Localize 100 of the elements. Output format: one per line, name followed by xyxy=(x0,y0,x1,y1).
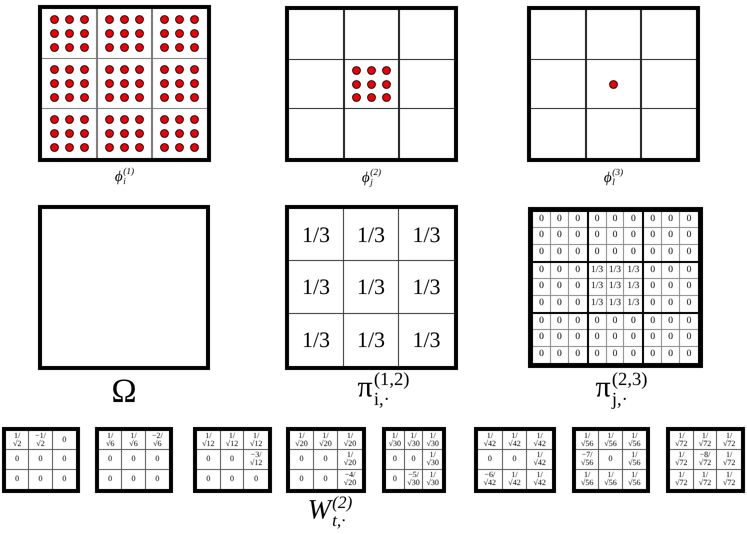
matrix-entry: 1/√12 xyxy=(202,432,215,448)
matrix-entry: 0 xyxy=(650,299,656,309)
matrix-entry: 1/√42 xyxy=(533,432,546,448)
matrix-grid xyxy=(474,427,556,493)
matrix-entry: 0 xyxy=(488,455,492,464)
matrix-entry: 0 xyxy=(230,475,234,484)
matrix-entry: 1/√56 xyxy=(580,432,594,448)
matrix-entry: 0 xyxy=(668,248,674,258)
matrix-entry: 0 xyxy=(512,455,516,464)
matrix-block xyxy=(532,211,588,262)
matrix-entry: 1/√20 xyxy=(344,451,356,468)
matrix-entry: 0 xyxy=(668,214,674,224)
matrix-entry: 1/√20 xyxy=(295,432,308,448)
matrix-entry: 0 xyxy=(686,231,692,241)
matrix-entry: 0 xyxy=(668,299,674,309)
matrix-entry: 1/3 xyxy=(302,328,330,351)
matrix-entry: 0 xyxy=(108,455,112,464)
matrix-entry: 0 xyxy=(300,455,304,464)
matrix-entry: 1/√72 xyxy=(722,451,736,468)
matrix-entry: 0 xyxy=(131,455,136,464)
matrix-entry: 1/√56 xyxy=(604,432,617,448)
matrix-entry: 1/√12 xyxy=(226,432,238,448)
matrix-entry: 1/3 xyxy=(591,282,604,292)
matrix-entry: 1/√30 xyxy=(388,432,402,448)
matrix-entry: 1/3 xyxy=(412,224,441,246)
matrix-grid xyxy=(193,427,272,493)
matrix-entry: 0 xyxy=(594,231,600,241)
matrix-entry: 1/3 xyxy=(356,328,386,351)
matrix-entry: 1/√72 xyxy=(698,471,712,488)
matrix-block xyxy=(588,262,644,313)
matrix-entry: 0 xyxy=(206,475,210,484)
matrix-entry: 0 xyxy=(594,248,600,258)
matrix-entry: 1/3 xyxy=(302,224,330,246)
matrix-entry: 1/3 xyxy=(627,282,640,292)
matrix-entry: 1/√20 xyxy=(344,432,356,448)
matrix-entry: 0 xyxy=(539,282,544,292)
matrix-entry: 0 xyxy=(300,475,304,484)
matrix-entry: 1/√56 xyxy=(580,471,594,488)
matrix-entry: −5/√30 xyxy=(407,471,420,488)
matrix-entry: 0 xyxy=(324,475,328,484)
matrix-entry: 1/√30 xyxy=(426,471,439,488)
matrix-entry: −4/√20 xyxy=(344,471,356,488)
matrix-entry: 0 xyxy=(556,316,562,326)
matrix-entry: 0 xyxy=(575,248,580,258)
matrix-entry: 0 xyxy=(556,231,562,241)
matrix-entry: 0 xyxy=(630,231,636,241)
matrix-entry: 0 xyxy=(612,333,618,343)
matrix-entry: 0 xyxy=(650,333,656,343)
matrix-block xyxy=(588,211,644,262)
matrix-entry: 0 xyxy=(155,475,160,484)
matrix-entry: 0 xyxy=(650,231,656,241)
matrix-entry: 0 xyxy=(539,231,544,241)
matrix-entry: 0 xyxy=(575,266,580,276)
matrix-entry: −1/√2 xyxy=(35,432,46,448)
matrix-entry: 0 xyxy=(38,455,42,464)
matrix-entry: 1/√30 xyxy=(426,451,439,468)
matrix-entry: 0 xyxy=(630,214,636,224)
matrix-entry: 1/3 xyxy=(608,299,622,309)
matrix-entry: 0 xyxy=(575,299,580,309)
matrix-entry: 1/3 xyxy=(412,328,441,351)
matrix-entry: 1/√72 xyxy=(675,432,688,448)
matrix-entry: −3/√12 xyxy=(250,451,262,468)
matrix-entry: −8/√72 xyxy=(698,451,712,468)
matrix-entry: 0 xyxy=(668,350,674,360)
matrix-entry: 1/√72 xyxy=(698,432,712,448)
matrix-block xyxy=(532,262,588,313)
matrix-entry: 1/√42 xyxy=(533,451,546,468)
matrix-entry: 0 xyxy=(15,475,20,484)
matrix-entry: 1/√42 xyxy=(508,432,521,448)
matrix-entry: 1/√42 xyxy=(533,471,546,488)
matrix-entry: 0 xyxy=(539,350,544,360)
matrix-entry: 1/√72 xyxy=(722,471,736,488)
matrix-entry: 0 xyxy=(556,333,562,343)
matrix-entry: 0 xyxy=(650,282,656,292)
matrix-entry: 1/√42 xyxy=(484,432,496,448)
matrix-entry: 1/3 xyxy=(627,266,640,276)
matrix-entry: 1/√56 xyxy=(628,451,641,468)
matrix-grid xyxy=(382,427,446,493)
matrix-entry: 0 xyxy=(539,299,544,309)
matrix-entry: 0 xyxy=(650,248,656,258)
matrix-entry: 0 xyxy=(38,475,42,484)
matrix-entry: 0 xyxy=(686,248,692,258)
matrix-entry: 0 xyxy=(630,316,636,326)
matrix-entry: 0 xyxy=(206,455,210,464)
matrix-grid xyxy=(572,427,650,493)
matrix-entry: 0 xyxy=(650,266,656,276)
matrix-entry: −7/√56 xyxy=(580,451,594,468)
matrix-entry: 0 xyxy=(556,282,562,292)
matrix-entry: 1/√56 xyxy=(628,432,641,448)
matrix-entry: 0 xyxy=(668,231,674,241)
matrix-entry: 0 xyxy=(411,455,416,464)
matrix-entry: 0 xyxy=(131,475,136,484)
matrix-entry: 0 xyxy=(539,266,544,276)
matrix-entry: 1/3 xyxy=(591,266,604,276)
matrix-entry: 1/√6 xyxy=(106,432,114,448)
matrix-entry: 0 xyxy=(392,475,397,484)
matrix-block xyxy=(643,262,699,313)
matrix-entry: 1/3 xyxy=(412,276,441,298)
matrix-entry: 0 xyxy=(612,214,618,224)
matrix-entry: −2/√6 xyxy=(152,432,163,448)
